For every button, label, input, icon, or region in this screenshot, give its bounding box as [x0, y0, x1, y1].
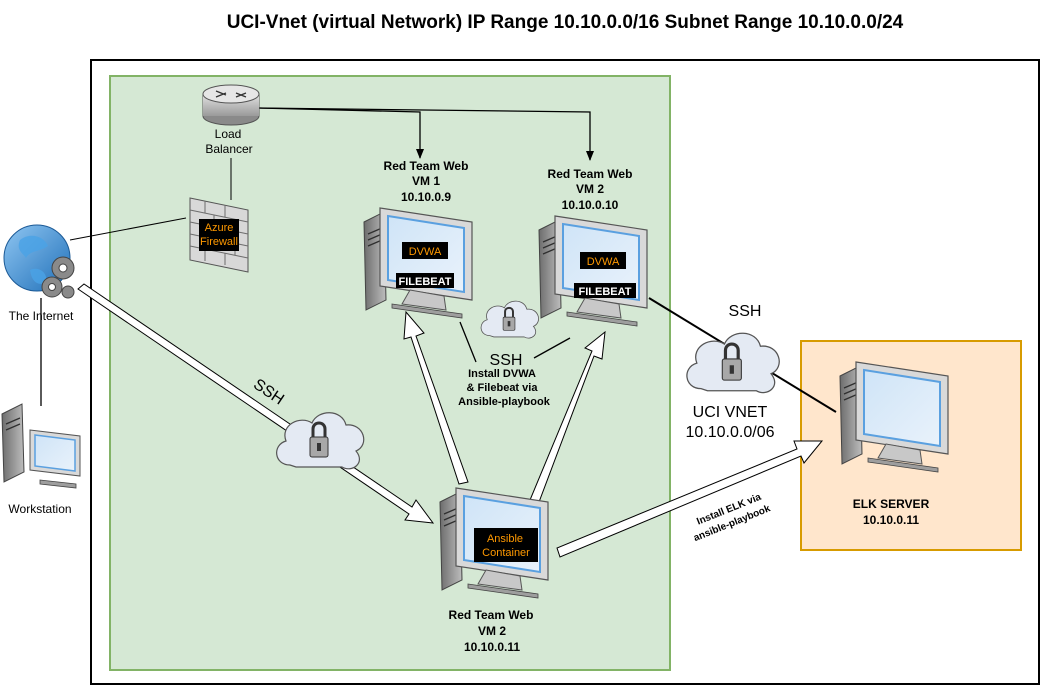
internet-label: The Internet — [9, 309, 74, 323]
vnet-label-2: 10.10.0.0/06 — [686, 424, 775, 441]
firewall-label-2: Firewall — [200, 236, 238, 248]
vm2-app2: FILEBEAT — [579, 286, 632, 298]
globe-gear-icon — [3, 224, 75, 299]
vm1-app2-tag — [396, 273, 454, 288]
load-balancer-label-1: Load — [215, 127, 242, 141]
ansible-title-1: Red Team Web — [449, 608, 534, 622]
install-dvwa-label-1: Install DVWA — [468, 368, 536, 380]
ssh-elk-label: SSH — [729, 303, 762, 320]
vm2-ip: 10.10.0.10 — [562, 198, 619, 212]
vm1-app1: DVWA — [409, 246, 442, 258]
workstation-icon — [1, 403, 81, 489]
vm1-ip: 10.10.0.9 — [401, 190, 451, 204]
vm1-app1-tag — [402, 242, 448, 259]
install-arrow-to-vm2 — [529, 330, 606, 503]
diagram-title: UCI-Vnet (virtual Network) IP Range 10.1… — [227, 12, 904, 33]
vm2-app1: DVWA — [587, 256, 620, 268]
elk-name: ELK SERVER — [853, 497, 930, 511]
ansible-app1: Ansible — [487, 533, 523, 545]
vm2-title-1: Red Team Web — [548, 167, 633, 181]
load-balancer-label-2: Balancer — [205, 142, 252, 156]
vm2-app1-tag — [580, 252, 626, 269]
cloud-lock-icon-vnet — [685, 331, 781, 395]
ansible-ip: 10.10.0.11 — [464, 640, 520, 654]
vm2-app2-tag — [574, 283, 636, 298]
vnet-boundary — [90, 59, 1040, 685]
ssh-vms-label: SSH — [490, 352, 523, 369]
ansible-title-2: VM 2 — [478, 624, 506, 638]
install-arrow-to-vm1 — [403, 310, 469, 485]
vm1-title-1: Red Team Web — [384, 159, 469, 173]
install-dvwa-label-2: & Filebeat via — [467, 382, 539, 394]
install-dvwa-label-3: Ansible-playbook — [458, 396, 551, 408]
firewall-icon — [189, 197, 249, 273]
router-icon — [202, 84, 260, 126]
install-arrow-to-elk — [556, 440, 824, 558]
workstation-label: Workstation — [8, 502, 71, 516]
ansible-tag — [474, 528, 538, 562]
vnet-label-1: UCI VNET — [693, 404, 768, 421]
firewall-label-1: Azure — [205, 222, 234, 234]
vm1-title-2: VM 1 — [412, 174, 440, 188]
ansible-app2: Container — [482, 547, 530, 559]
vm1-app2: FILEBEAT — [399, 276, 452, 288]
elk-ip: 10.10.0.11 — [863, 513, 919, 527]
vm2-title-2: VM 2 — [576, 182, 604, 196]
